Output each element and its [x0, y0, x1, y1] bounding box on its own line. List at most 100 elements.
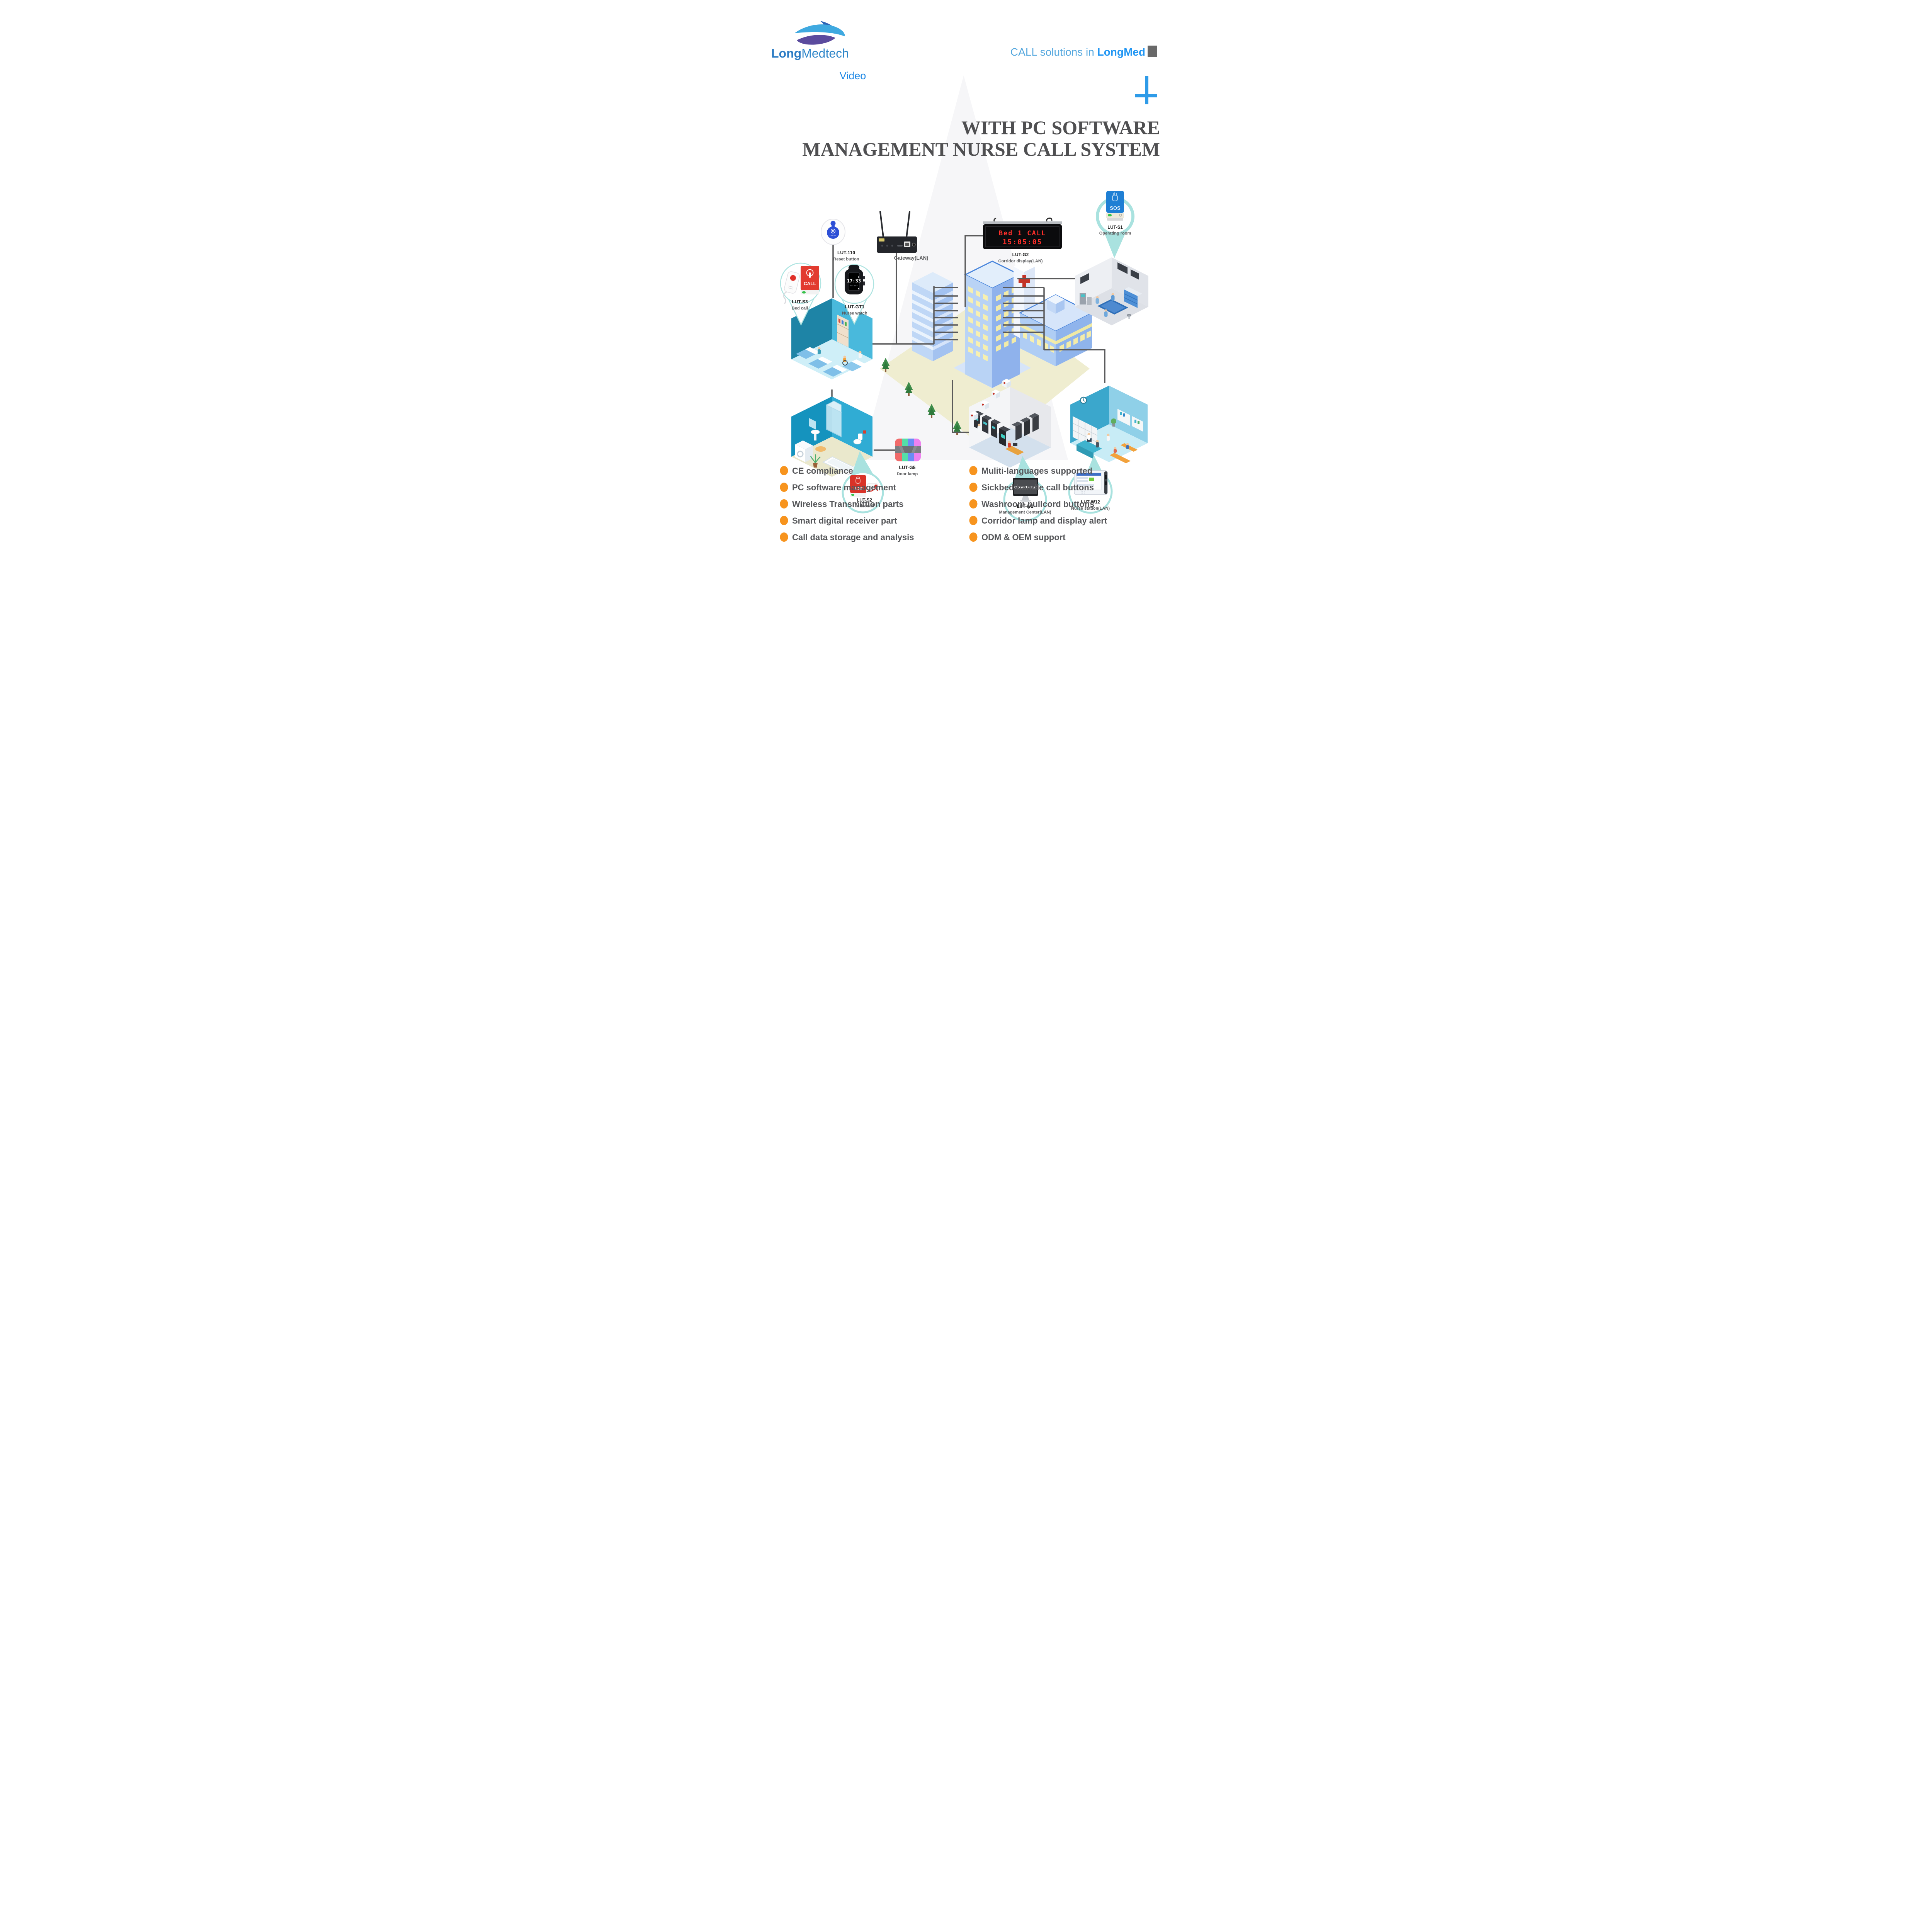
speaker-grid: [1080, 491, 1085, 494]
logo-swoosh-icon: [794, 21, 845, 45]
corridor-display-device: Bed 1 CALL 15:05:05: [983, 218, 1062, 249]
bullet-dot: [780, 516, 788, 525]
watch-date: 2021-12-11: [850, 285, 859, 287]
nurse-watch-pin: 17:33 2021-12-11: [834, 264, 874, 325]
station-model: LUT-W12: [1081, 500, 1100, 505]
svg-text:CALL solutions in LongMed: CALL solutions in LongMed: [1010, 46, 1145, 58]
door-lamp-device: [895, 439, 921, 461]
list-item: Sickbed handle call buttons: [981, 483, 1094, 492]
led-line2: 15:05:05: [1003, 238, 1043, 246]
washing-machine: [795, 440, 813, 462]
list-item: Wireless Transmittion parts: [792, 499, 903, 509]
toilet: [853, 430, 866, 444]
display-label: Corridor display(LAN): [998, 259, 1043, 264]
title-line1: WITH PC SOFTWARE: [961, 117, 1160, 138]
operating-label: Operating room: [1099, 231, 1131, 236]
management-label: Management Center(LAN): [999, 510, 1051, 515]
toilet-label: Toilet call: [855, 504, 874, 509]
toilet-call-callout: SOS: [842, 451, 884, 514]
medical-equipment: [1080, 293, 1092, 305]
cancel-text: CANCEL: [830, 235, 837, 236]
plus-icon: [1135, 76, 1157, 104]
display-model: LUT-G2: [1012, 252, 1029, 257]
list-item: Washroom pullcord buttons: [981, 499, 1095, 509]
bullet-dot: [969, 499, 978, 509]
operating-table: [1097, 299, 1128, 315]
sos-text: SOS: [854, 486, 862, 491]
hand-icon: [1112, 192, 1118, 201]
ambulance-row: [970, 379, 1011, 420]
bullet-dot: [780, 483, 788, 492]
sos-red-panel-device: SOS: [850, 475, 866, 497]
watch-model: LUT-GT1: [845, 304, 864, 310]
pullcord-device: [867, 483, 879, 492]
reception-desk: [1077, 438, 1102, 459]
ward-people: [818, 347, 862, 366]
feature-list-right: Muliti-languages supported Sickbed handl…: [969, 466, 1107, 542]
toilet-model: LUT-S2: [857, 498, 872, 503]
bullet-dot: [780, 499, 788, 509]
desk-monitor: [1087, 438, 1092, 442]
shower-cabin: [826, 401, 842, 437]
brochure-page: LongMedtech Video CALL solutions in Long…: [747, 0, 1185, 598]
doorlamp-model: LUT-G5: [899, 465, 916, 470]
operator-desk: [1005, 440, 1024, 455]
tree: [927, 404, 936, 418]
technician: [977, 423, 981, 432]
sos-panel-device: SOS: [1106, 191, 1124, 221]
cabinet: [1124, 287, 1142, 308]
connector-lines: [831, 235, 1105, 451]
hand-icon: [809, 272, 811, 278]
logo-text: LongMedtech: [771, 46, 849, 60]
bullet-dot: [780, 532, 788, 542]
rug: [815, 446, 826, 452]
dc-port-icon: [912, 243, 916, 247]
computer-screen-text: COMPUTER: [1014, 485, 1037, 490]
video-label: Video: [840, 70, 866, 82]
management-center-callout: COMPUTER: [1003, 456, 1047, 522]
toilet-call-wall-unit: [863, 430, 866, 434]
reset-label: Reset button: [833, 257, 859, 262]
call-panel-device: CALL: [801, 266, 819, 294]
page-title: WITH PC SOFTWARE MANAGEMENT NURSE CALL S…: [802, 117, 1160, 160]
tree: [881, 358, 890, 372]
tagline-square: [1148, 46, 1157, 57]
bathroom-room-illustration: [791, 396, 872, 477]
watch-label: Nurse watch: [842, 311, 867, 316]
books: [838, 318, 847, 327]
people: [1087, 433, 1129, 453]
doorlamp-label: Door lamp: [897, 472, 918, 476]
operating-model: LUT-S1: [1107, 225, 1123, 230]
antenna-right: [906, 211, 910, 238]
wall-monitors: [1080, 262, 1139, 284]
wall-shelves: [1117, 409, 1143, 432]
red-cross-icon: [1019, 275, 1030, 287]
stool: [1127, 314, 1131, 319]
gateway-device: [877, 211, 917, 253]
reset-model: LUT-110: [837, 250, 855, 255]
ward-room-illustration: [791, 298, 872, 379]
sink: [811, 430, 820, 440]
handset-cord: [783, 291, 787, 304]
logo: LongMedtech Video: [771, 21, 866, 82]
plant: [1111, 418, 1116, 427]
bullet-dot: [780, 466, 788, 475]
list-item: Smart digital receiver part: [792, 516, 897, 526]
bullet-dot: [969, 483, 978, 492]
station-label: Nurse station(LAN): [1071, 506, 1110, 511]
cancel-icon: [830, 228, 836, 234]
list-item: ODM & OEM support: [981, 532, 1066, 542]
bullet-dot: [969, 466, 978, 475]
bedcall-pin: CALL: [780, 262, 821, 326]
plant: [810, 454, 821, 468]
mirror: [809, 418, 816, 430]
trees: [881, 358, 961, 435]
watch-device: 17:33 2021-12-11: [845, 265, 865, 294]
list-item: Call data storage and analysis: [792, 532, 914, 542]
list-item: CE compliance: [792, 466, 853, 476]
computer-monitor-device: COMPUTER: [1013, 478, 1038, 502]
management-model: LUT-W1: [1017, 504, 1034, 509]
nurse-station-panel-device: [1074, 470, 1108, 495]
watch-time: 17:33: [847, 278, 861, 284]
feature-list-left: CE compliance PC software management Wir…: [780, 466, 914, 542]
